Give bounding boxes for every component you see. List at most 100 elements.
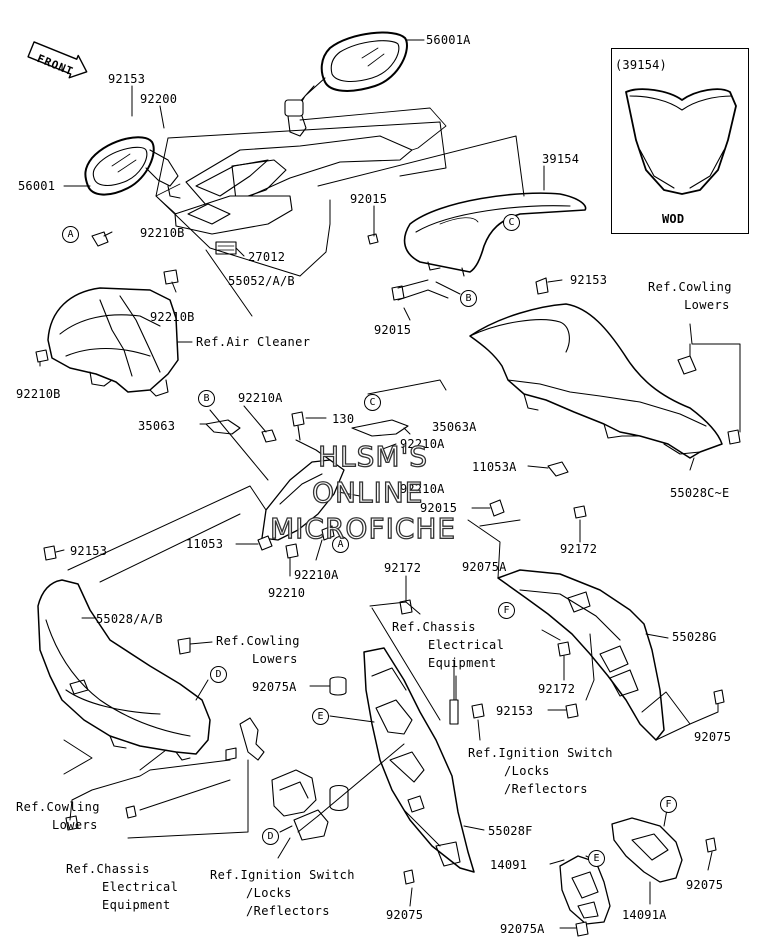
part-label: 11053 [186,537,224,551]
part-label: 39154 [542,152,580,166]
front-direction-arrow: FRONT [30,36,94,86]
front-arrow-shape [27,41,88,79]
part-label: 92075A [252,680,297,694]
inset-windshield [625,88,737,195]
inset-box [611,48,749,234]
screw-92075-bottom-right [705,837,717,853]
inset-caption: WOD [662,212,685,226]
part-label: 92210A [400,437,445,451]
part-label: 92210A [294,568,339,582]
part-label: 92210B [140,226,185,240]
part-label: 14091A [622,908,667,922]
part-label: 55028G [672,630,717,644]
part-label: 92153 [496,704,534,718]
part-label: 55028F [488,824,533,838]
part-label: 92153 [108,72,146,86]
inner-cover-55028F [363,647,475,873]
ignition-bracket [271,769,349,841]
part-label: 92015 [374,323,412,337]
part-label: 92172 [538,682,576,696]
grommet-mid [177,637,191,655]
leader-lines [39,39,741,929]
part-label: 27012 [248,250,286,264]
screw-92015 [367,233,405,301]
watermark-line: MICROFICHE [269,511,457,545]
ref-cowling-lowers-left: Ref.Cowling Lowers [16,800,100,832]
callout-F: F [498,602,515,619]
side-cowl-bracket [225,717,265,761]
ref-cowling-lowers-top-right: Ref.Cowling Lowers [648,280,732,312]
ref-chassis-electrical-left: Ref.Chassis Electrical Equipment [66,862,179,912]
part-label: 92075A [500,922,545,936]
callout-E: E [312,708,329,725]
ref-ignition-switch-right: Ref.Ignition Switch /Locks /Reflectors [468,746,613,796]
fastener-ref-chassis [449,699,459,725]
part-label: 92075 [686,878,724,892]
side-cowl-55028-A-B [37,579,211,761]
screw-92075A-bottom [575,921,589,937]
grommet-lower-right [727,429,741,445]
ref-cowling-lowers-mid: Ref.Cowling Lowers [216,634,300,666]
grommet-92075A [329,676,347,696]
center-bracket-assembly [205,411,587,559]
callout-D: D [262,828,279,845]
inner-duct-panel [35,231,179,397]
part-label: 55028C~E [670,486,730,500]
screw-92153-left [43,545,57,561]
part-label: 11053A [472,460,517,474]
part-label: 92172 [560,542,598,556]
windshield-39154 [403,192,587,277]
callout-E: E [588,850,605,867]
screw-92153-mid [565,703,579,719]
part-label: 92210B [16,387,61,401]
screw-ref-ignition [471,703,485,719]
part-label: 92075A [462,560,507,574]
part-label: 92075 [694,730,732,744]
ref-chassis-electrical-mid: Ref.Chassis Electrical Equipment [392,620,505,670]
part-label: 56001A [426,33,471,47]
inner-cover-55028G [497,569,665,741]
inset-title: (39154) [615,58,667,72]
callout-D: D [210,666,227,683]
mirror-56001 [84,136,181,199]
callout-A: A [62,226,79,243]
part-label: 92210 [268,586,306,600]
part-label: 56001 [18,179,56,193]
callout-C: C [503,214,520,231]
part-label: 92210B [150,310,195,324]
part-label: 92153 [570,273,608,287]
front-label: FRONT [35,52,76,79]
screw-92172-mid [399,599,413,615]
label-plate-27012 [215,241,237,255]
screw-92075-right [713,689,725,705]
grommet [677,355,697,375]
ref-ignition-switch-bottom: Ref.Ignition Switch /Locks /Reflectors [210,868,355,918]
screw-92075-bottom-left [403,869,415,885]
screw-92172-right [557,641,571,657]
part-label: 55028/A/B [96,612,163,626]
part-label: 92210A [400,482,445,496]
part-label: 14091 [490,858,528,872]
watermark-line: ONLINE [311,475,424,509]
screw-left-lower2 [125,805,137,819]
screw-92153-right [535,277,549,295]
part-label: 55052/A/B [228,274,295,288]
callout-F: F [660,796,677,813]
part-label: 92153 [70,544,108,558]
callout-C: C [364,394,381,411]
part-label: 130 [332,412,355,426]
callout-B: B [198,390,215,407]
watermark-line: HLSM'S [317,439,429,473]
part-label: 35063A [432,420,477,434]
upper-cowl-55028C-E [469,303,723,459]
mirror-56001A [284,31,408,137]
callout-B: B [460,290,477,307]
mirror-stay-assembly [155,107,447,235]
part-label: 92172 [384,561,422,575]
callout-A: A [332,536,349,553]
bracket-14091A [611,817,683,883]
bracket-14091 [559,855,611,925]
ref-air-cleaner: Ref.Air Cleaner [196,335,311,349]
part-label: 92015 [350,192,388,206]
